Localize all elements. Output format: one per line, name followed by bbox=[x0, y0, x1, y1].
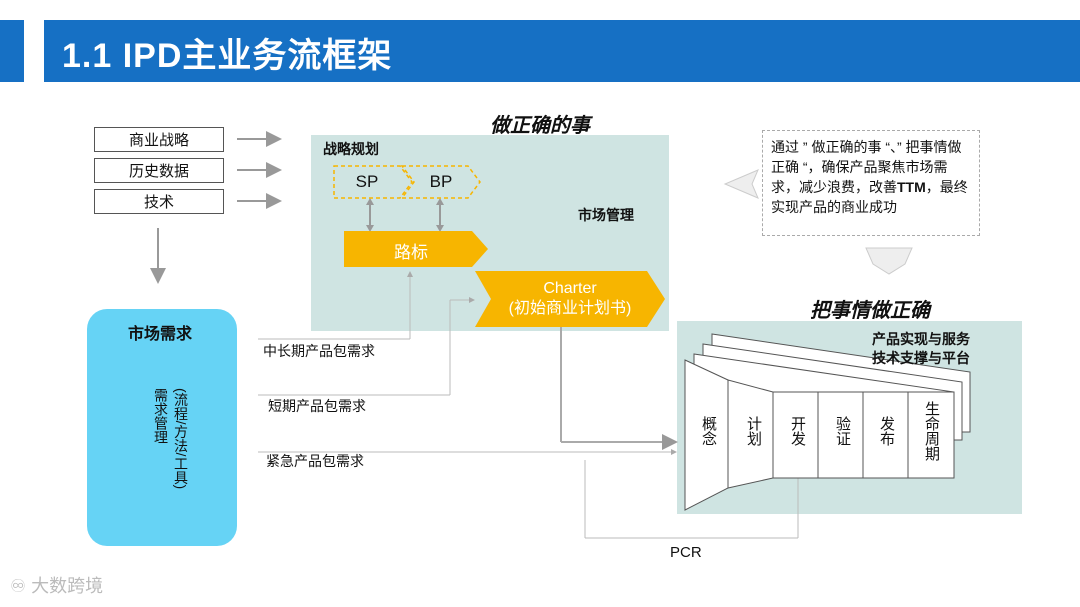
layer-product-realization: 产品实现与服务 bbox=[872, 331, 970, 347]
input-business-strategy: 商业战略 bbox=[94, 127, 224, 152]
note-box: 通过 ” 做正确的事 “、” 把事情做正确 “，确保产品聚焦市场需求，减少浪费，… bbox=[762, 130, 980, 236]
watermark-logo-icon: ♾ bbox=[10, 576, 32, 596]
demand-management-vertical: 需求管理 bbox=[152, 388, 170, 508]
stage-develop: 开发 bbox=[789, 416, 806, 446]
demand-management-line-2: (流程/方法/工具) bbox=[173, 388, 189, 490]
page-title: 1.1 IPD主业务流框架 bbox=[62, 37, 393, 75]
title-bar bbox=[44, 20, 1080, 82]
demand-urgent: 紧急产品包需求 bbox=[266, 453, 364, 469]
strategy-planning-label: 战略规划 bbox=[323, 141, 379, 157]
input-historical-data: 历史数据 bbox=[94, 158, 224, 183]
watermark-text: 大数跨境 bbox=[31, 576, 104, 596]
charter-label: Charter (初始商业计划书) bbox=[490, 279, 650, 319]
stage-release: 发布 bbox=[878, 416, 895, 446]
pcr-label: PCR bbox=[670, 544, 702, 561]
demand-management-vertical-2: (流程/方法/工具) bbox=[172, 388, 190, 518]
stage-plan: 计划 bbox=[745, 416, 762, 446]
stage-verify: 验证 bbox=[834, 416, 851, 446]
input-technology: 技术 bbox=[94, 189, 224, 214]
charter-line-1: Charter bbox=[543, 280, 597, 297]
bp-chevron-label: BP bbox=[429, 172, 453, 191]
title-accent-bar bbox=[0, 20, 24, 82]
demand-short-term: 短期产品包需求 bbox=[268, 398, 366, 414]
roadmap-label: 路标 bbox=[394, 243, 428, 262]
demand-management-line-1: 需求管理 bbox=[153, 388, 169, 444]
do-right-thing-heading: 做正确的事 bbox=[490, 115, 590, 137]
note-bold: TTM bbox=[897, 179, 926, 195]
market-demand-title: 市场需求 bbox=[128, 326, 193, 343]
sp-chevron-label: SP bbox=[355, 172, 379, 191]
watermark: ♾ 大数跨境 bbox=[10, 572, 103, 598]
market-demand-box bbox=[87, 309, 237, 546]
charter-line-2: (初始商业计划书) bbox=[508, 300, 632, 317]
charter-shape bbox=[475, 271, 665, 327]
do-thing-right-heading: 把事情做正确 bbox=[810, 300, 930, 322]
layer-tech-platform: 技术支撑与平台 bbox=[872, 350, 970, 366]
roadmap-shape bbox=[344, 231, 488, 267]
stage-concept: 概念 bbox=[700, 416, 717, 446]
note-tail: ，最终实现产品的商业成功 bbox=[771, 179, 968, 215]
note-left-arrow bbox=[723, 169, 759, 199]
note-down-arrow bbox=[865, 247, 913, 275]
market-management-label: 市场管理 bbox=[578, 207, 634, 223]
demand-long-term: 中长期产品包需求 bbox=[263, 343, 375, 359]
sp-bp-chevrons bbox=[333, 165, 481, 199]
stage-lifecycle: 生命周期 bbox=[923, 401, 940, 461]
note-text: 通过 ” 做正确的事 “、” 把事情做正确 “，确保产品聚焦市场需求，减少浪费，… bbox=[771, 139, 962, 195]
